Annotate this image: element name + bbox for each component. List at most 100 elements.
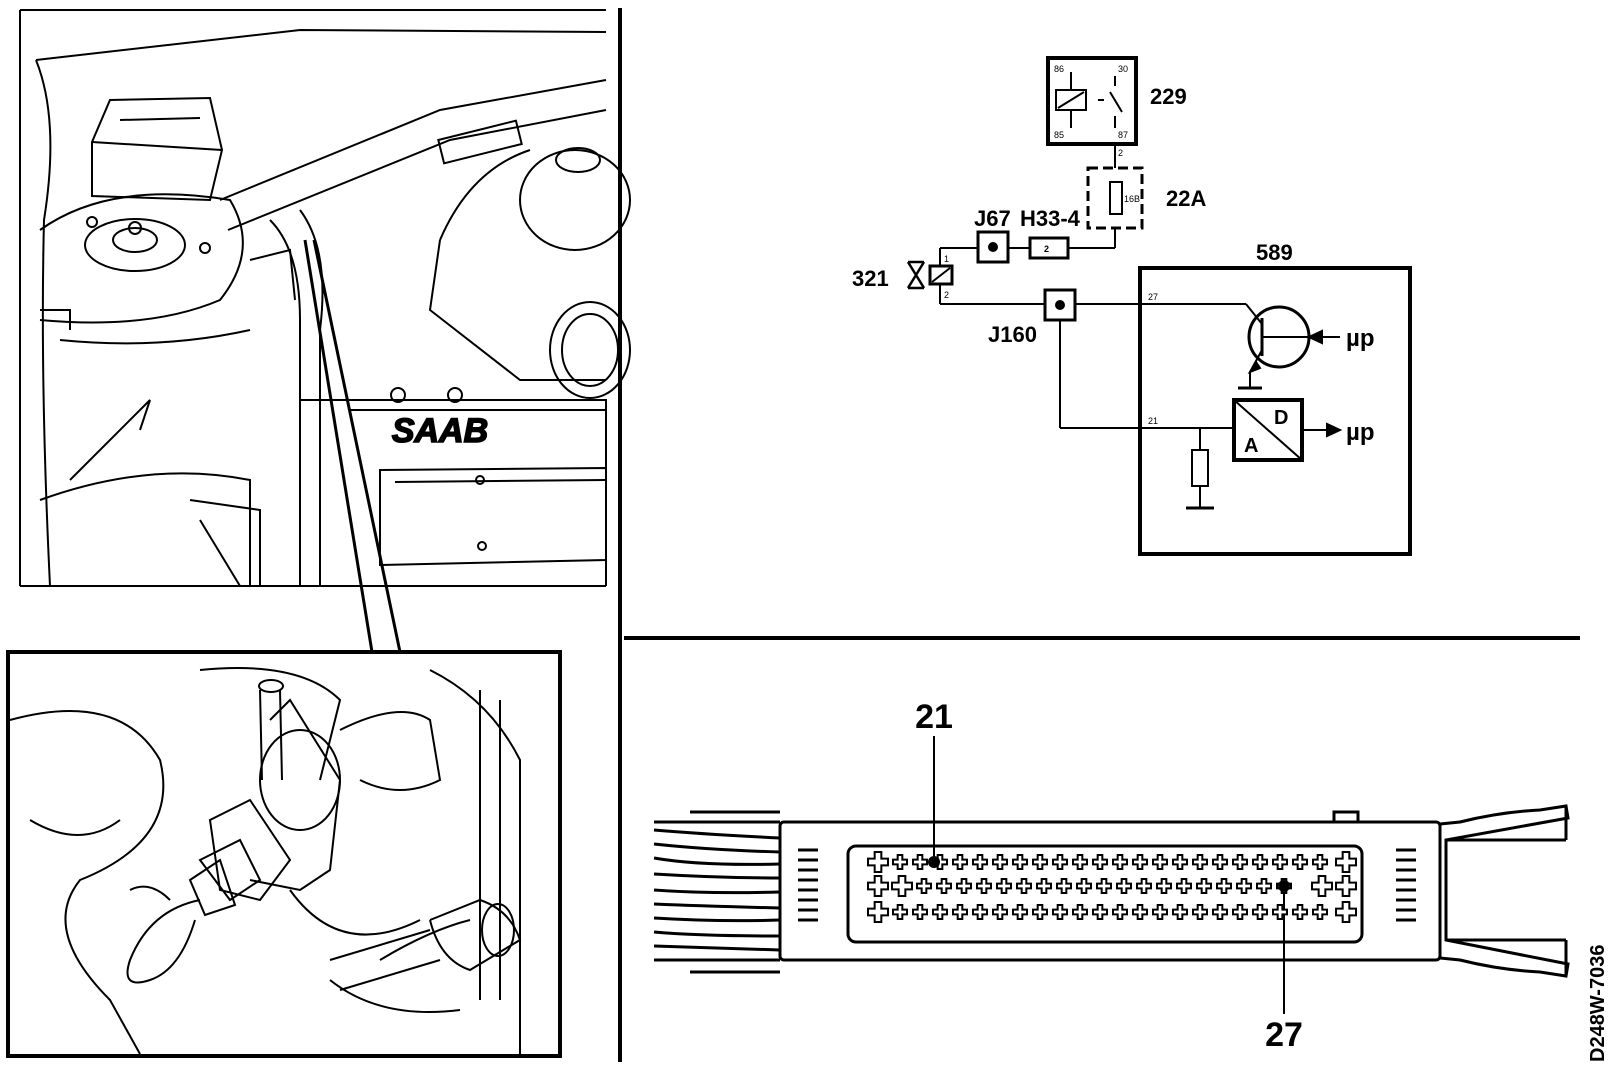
connector-pin-28 [916,878,932,894]
connector-pin-16 [1172,854,1188,870]
connector-pin-30 [956,878,972,894]
connector-pin-62 [1152,904,1168,920]
connector-pin-53 [972,904,988,920]
connector-pin-56 [1032,904,1048,920]
ecu-pin-21: 21 [1148,416,1158,426]
connector-pin-31 [976,878,992,894]
connector-pin-15 [1152,854,1168,870]
connector-pin-12 [1092,854,1108,870]
connector-pin-32 [996,878,1012,894]
connector-pin-58 [1072,904,1088,920]
connector-pin-36 [1076,878,1092,894]
connector-pin-59 [1092,904,1108,920]
callout-21: 21 [915,698,953,736]
connector-pin-39 [1136,878,1152,894]
detail-inset [6,650,562,1058]
relay-pin-86: 86 [1054,64,1064,74]
connector-pin-37 [1096,878,1112,894]
connector-pin-5 [952,854,968,870]
connector-pin-14 [1132,854,1148,870]
connector-pin-50 [912,904,928,920]
connector-pin-21 [1272,854,1288,870]
connector-pin-8 [1012,854,1028,870]
connector-pin-34 [1036,878,1052,894]
wiring-schematic [906,56,1412,556]
relay-pin-85: 85 [1054,130,1064,140]
connector-pin-49 [892,904,908,920]
connector-pin-63 [1172,904,1188,920]
connector-pin-19 [1232,854,1248,870]
ecu-589 [1138,266,1412,556]
connector-pin-22 [1292,854,1308,870]
connector-pin-67 [1252,904,1268,920]
connector-pin-29 [936,878,952,894]
connector-pin-27 [1311,875,1333,897]
callout-leader [303,239,402,653]
relay-wire-label: 2 [1118,148,1123,158]
connector-pin-2 [892,854,908,870]
adc-d-label: D [1274,407,1288,429]
connector-housing [778,820,1442,962]
pin-2-label: 2 [944,290,949,300]
relay-229 [1046,56,1138,146]
connector-pin-38 [1116,878,1132,894]
connector-pin-35 [1056,878,1072,894]
ecu-label: 589 [1256,240,1293,265]
relay-pin-87: 87 [1118,130,1128,140]
saab-badge: SAAB [392,412,488,450]
connector-pin-65 [1212,904,1228,920]
connector-pin-57 [1052,904,1068,920]
engine-bay-illustration [19,9,631,587]
connector-pin-6 [972,854,988,870]
connector-pin-52 [952,904,968,920]
connector-pin-17 [1192,854,1208,870]
connector-pin-69 [1292,904,1308,920]
connector-pin-48 [1335,901,1357,923]
fuse-label: 22A [1166,186,1206,211]
j67-label: J67 [974,206,1011,231]
connector-pin-3 [912,854,928,870]
connector-pin-11 [1072,854,1088,870]
connector-pin-61 [1132,904,1148,920]
relay-pin-30: 30 [1118,64,1128,74]
pin-27-marker [1278,880,1290,892]
schematic-labels: 229 86 30 85 87 2 22A 16B J67 H33-4 2 32… [852,64,1375,457]
connector-pin-55 [1012,904,1028,920]
connector-pin-24 [867,875,889,897]
connector-pin-33 [1016,878,1032,894]
figure-code: D248W-7036 [1587,945,1609,1062]
connector-pin-51 [932,904,948,920]
output-up-1: µp [1346,325,1375,352]
connector-pin-7 [992,854,1008,870]
connector-pin-43 [1216,878,1232,894]
connector-pin-10 [1052,854,1068,870]
connector-pin-42 [1196,878,1212,894]
relay-label: 229 [1150,84,1187,109]
connector-pin-20 [1252,854,1268,870]
connector-pin-13 [1112,854,1128,870]
h33-pin: 2 [1044,244,1049,254]
connector-pin-1 [1335,851,1357,873]
connector-pin-41 [1176,878,1192,894]
pull-down-resistor [1191,449,1209,487]
component-321-label: 321 [852,266,889,291]
ecu-connector-view [653,736,1570,1014]
connector-pin-68 [1272,904,1288,920]
j160-label: J160 [988,322,1037,347]
h33-label: H33-4 [1020,206,1081,231]
connector-pin-9 [1032,854,1048,870]
pin-1-label: 1 [944,254,949,264]
connector-pin-54 [992,904,1008,920]
connector-pin-60 [1112,904,1128,920]
connector-pin-25 [1335,875,1357,897]
panel-dividers [618,8,1580,1062]
connector-pin-66 [1232,904,1248,920]
connector-pin-40 [1156,878,1172,894]
connector-pin-23 [1312,854,1328,870]
callout-27: 27 [1265,1016,1303,1054]
connector-pin-45 [1256,878,1272,894]
fuse-value: 16B [1124,194,1140,204]
output-up-2: µp [1346,419,1375,446]
connector-pin-70 [1312,904,1328,920]
